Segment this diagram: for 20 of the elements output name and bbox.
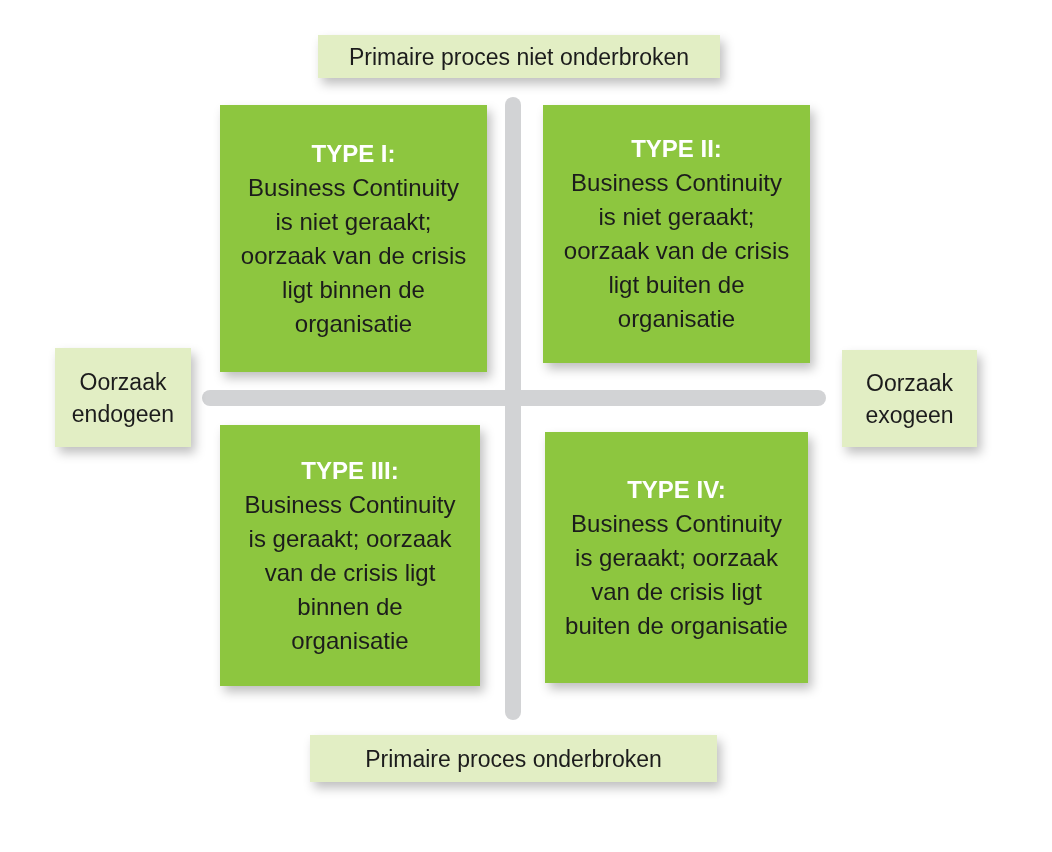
axis-label-text: Oorzaak endogeen bbox=[70, 367, 176, 429]
axis-label bbox=[55, 348, 191, 447]
type-heading: TYPE III: bbox=[301, 455, 399, 486]
axis-label bbox=[842, 350, 977, 447]
type-description: Business Continuity is niet geraakt; oorzaak van de crisis ligt buiten de organisatie bbox=[563, 168, 790, 334]
type-description: Business Continuity is niet geraakt; oorzaak van de crisis ligt binnen de organisatie bbox=[240, 172, 467, 339]
type-description: Business Continuity is geraakt; oorzaak van de crisis ligt buiten de organisatie bbox=[565, 508, 788, 641]
type-heading: TYPE II: bbox=[631, 134, 722, 164]
axis-label bbox=[318, 35, 720, 78]
axis-label bbox=[310, 735, 717, 782]
quadrant-card bbox=[545, 432, 808, 683]
axis-label-text: Primaire proces onderbroken bbox=[365, 744, 662, 774]
type-description: Business Continuity is geraakt; oorzaak van de crisis ligt binnen de organisatie bbox=[243, 489, 457, 656]
quadrant-card bbox=[543, 105, 810, 363]
axis-label-text: Oorzaak exogeen bbox=[864, 368, 955, 430]
axis-label-text: Primaire proces niet onderbroken bbox=[348, 42, 690, 72]
quadrant-card bbox=[220, 425, 480, 686]
quadrant-card bbox=[220, 105, 487, 372]
type-heading: TYPE IV: bbox=[627, 474, 726, 505]
type-heading: TYPE I: bbox=[311, 138, 396, 169]
